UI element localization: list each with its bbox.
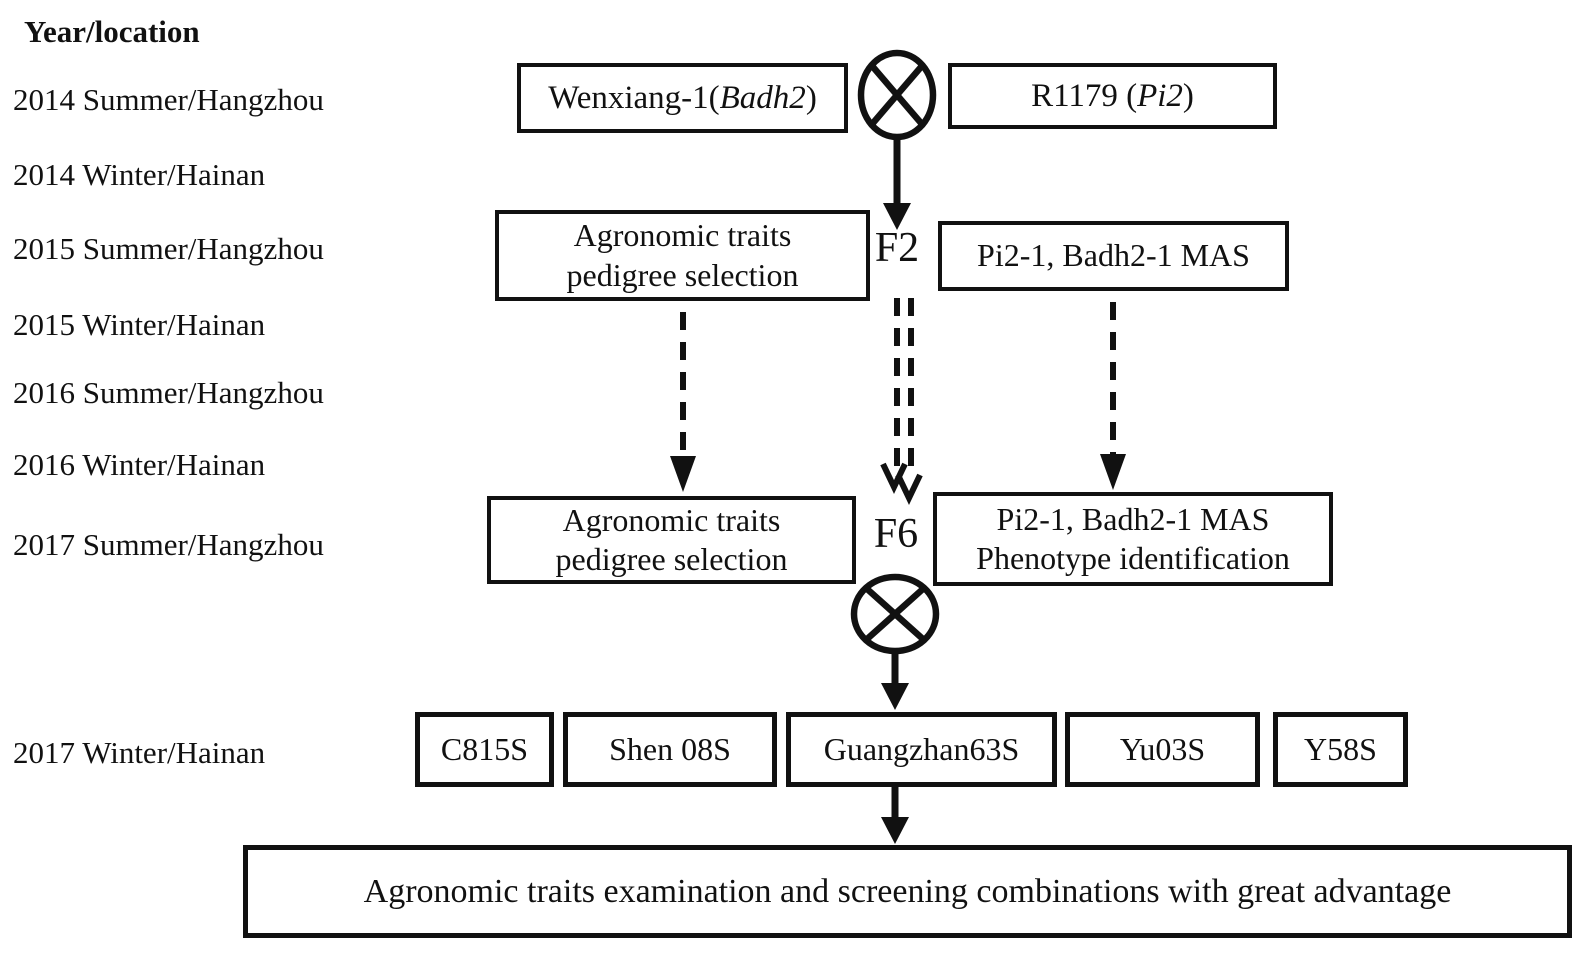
dashed-arrow-population-f2-f6 (880, 298, 923, 505)
f2-mas-box: Pi2-1, Badh2-1 MAS (938, 221, 1289, 291)
f6-generation-label: F6 (873, 511, 919, 557)
timeline-label: 2014 Summer/Hangzhou (13, 82, 324, 117)
parent-female-name: Wenxiang-1(Badh2) (548, 78, 817, 118)
tester-box-c815s: C815S (415, 712, 554, 787)
tester-label: Shen 08S (609, 730, 731, 767)
arrow-cross-to-testers (881, 650, 909, 710)
parent-male-name: R1179 (Pi2) (1031, 76, 1194, 116)
gene-name: Pi2 (1137, 77, 1183, 114)
f2-selection-box: Agronomic traits pedigree selection (495, 210, 870, 301)
final-result-text: Agronomic traits examination and screeni… (363, 872, 1452, 910)
text-line: Agronomic traits (573, 217, 792, 254)
text-part: ) (1182, 77, 1194, 114)
timeline-label: 2015 Winter/Hainan (13, 307, 266, 342)
arrow-testers-to-final (881, 786, 909, 844)
tester-label: C815S (440, 730, 529, 767)
text-line: pedigree selection (566, 256, 799, 293)
tester-label: Guangzhan63S (823, 730, 1020, 767)
timeline-label: 2016 Summer/Hangzhou (13, 375, 324, 410)
f6-selection-box: Agronomic traits pedigree selection (487, 496, 856, 584)
parent-female-box: Wenxiang-1(Badh2) (517, 63, 848, 133)
text-line: Agronomic traits (562, 501, 781, 538)
final-result-box: Agronomic traits examination and screeni… (243, 845, 1572, 938)
text-part: ) (805, 79, 817, 116)
timeline-header: Year/location (24, 14, 200, 49)
text-part: R1179 ( (1031, 77, 1138, 114)
timeline-label: 2016 Winter/Hainan (13, 447, 266, 482)
parent-male-box: R1179 (Pi2) (948, 63, 1277, 129)
tester-box-guangzhan63s: Guangzhan63S (786, 712, 1057, 787)
text-line: Pi2-1, Badh2-1 MAS (977, 237, 1250, 274)
tester-label: Y58S (1304, 730, 1377, 767)
dashed-arrow-mas-f2-f6 (1100, 302, 1126, 490)
text-part: Wenxiang-1( (548, 79, 720, 116)
cross-circle-icon (857, 49, 937, 141)
timeline-label: 2014 Winter/Hainan (13, 157, 266, 192)
dashed-arrow-selection-f2-f6 (670, 312, 696, 492)
cross-circle-icon (850, 573, 940, 655)
timeline-label: 2017 Summer/Hangzhou (13, 527, 324, 562)
tester-box-y58s: Y58S (1273, 712, 1408, 787)
tester-box-shen08s: Shen 08S (563, 712, 777, 787)
timeline-label: 2017 Winter/Hainan (13, 735, 266, 770)
tester-box-yu03s: Yu03S (1065, 712, 1260, 787)
timeline-label: 2015 Summer/Hangzhou (13, 231, 324, 266)
text-line: Phenotype identification (976, 540, 1290, 576)
arrow-cross-to-f2 (883, 135, 911, 230)
text-line: Pi2-1, Badh2-1 MAS (996, 500, 1270, 537)
text-line: pedigree selection (555, 541, 788, 577)
tester-label: Yu03S (1119, 730, 1206, 767)
f6-mas-box: Pi2-1, Badh2-1 MAS Phenotype identificat… (933, 492, 1333, 586)
gene-name: Badh2 (719, 79, 806, 116)
f2-generation-label: F2 (874, 225, 920, 271)
